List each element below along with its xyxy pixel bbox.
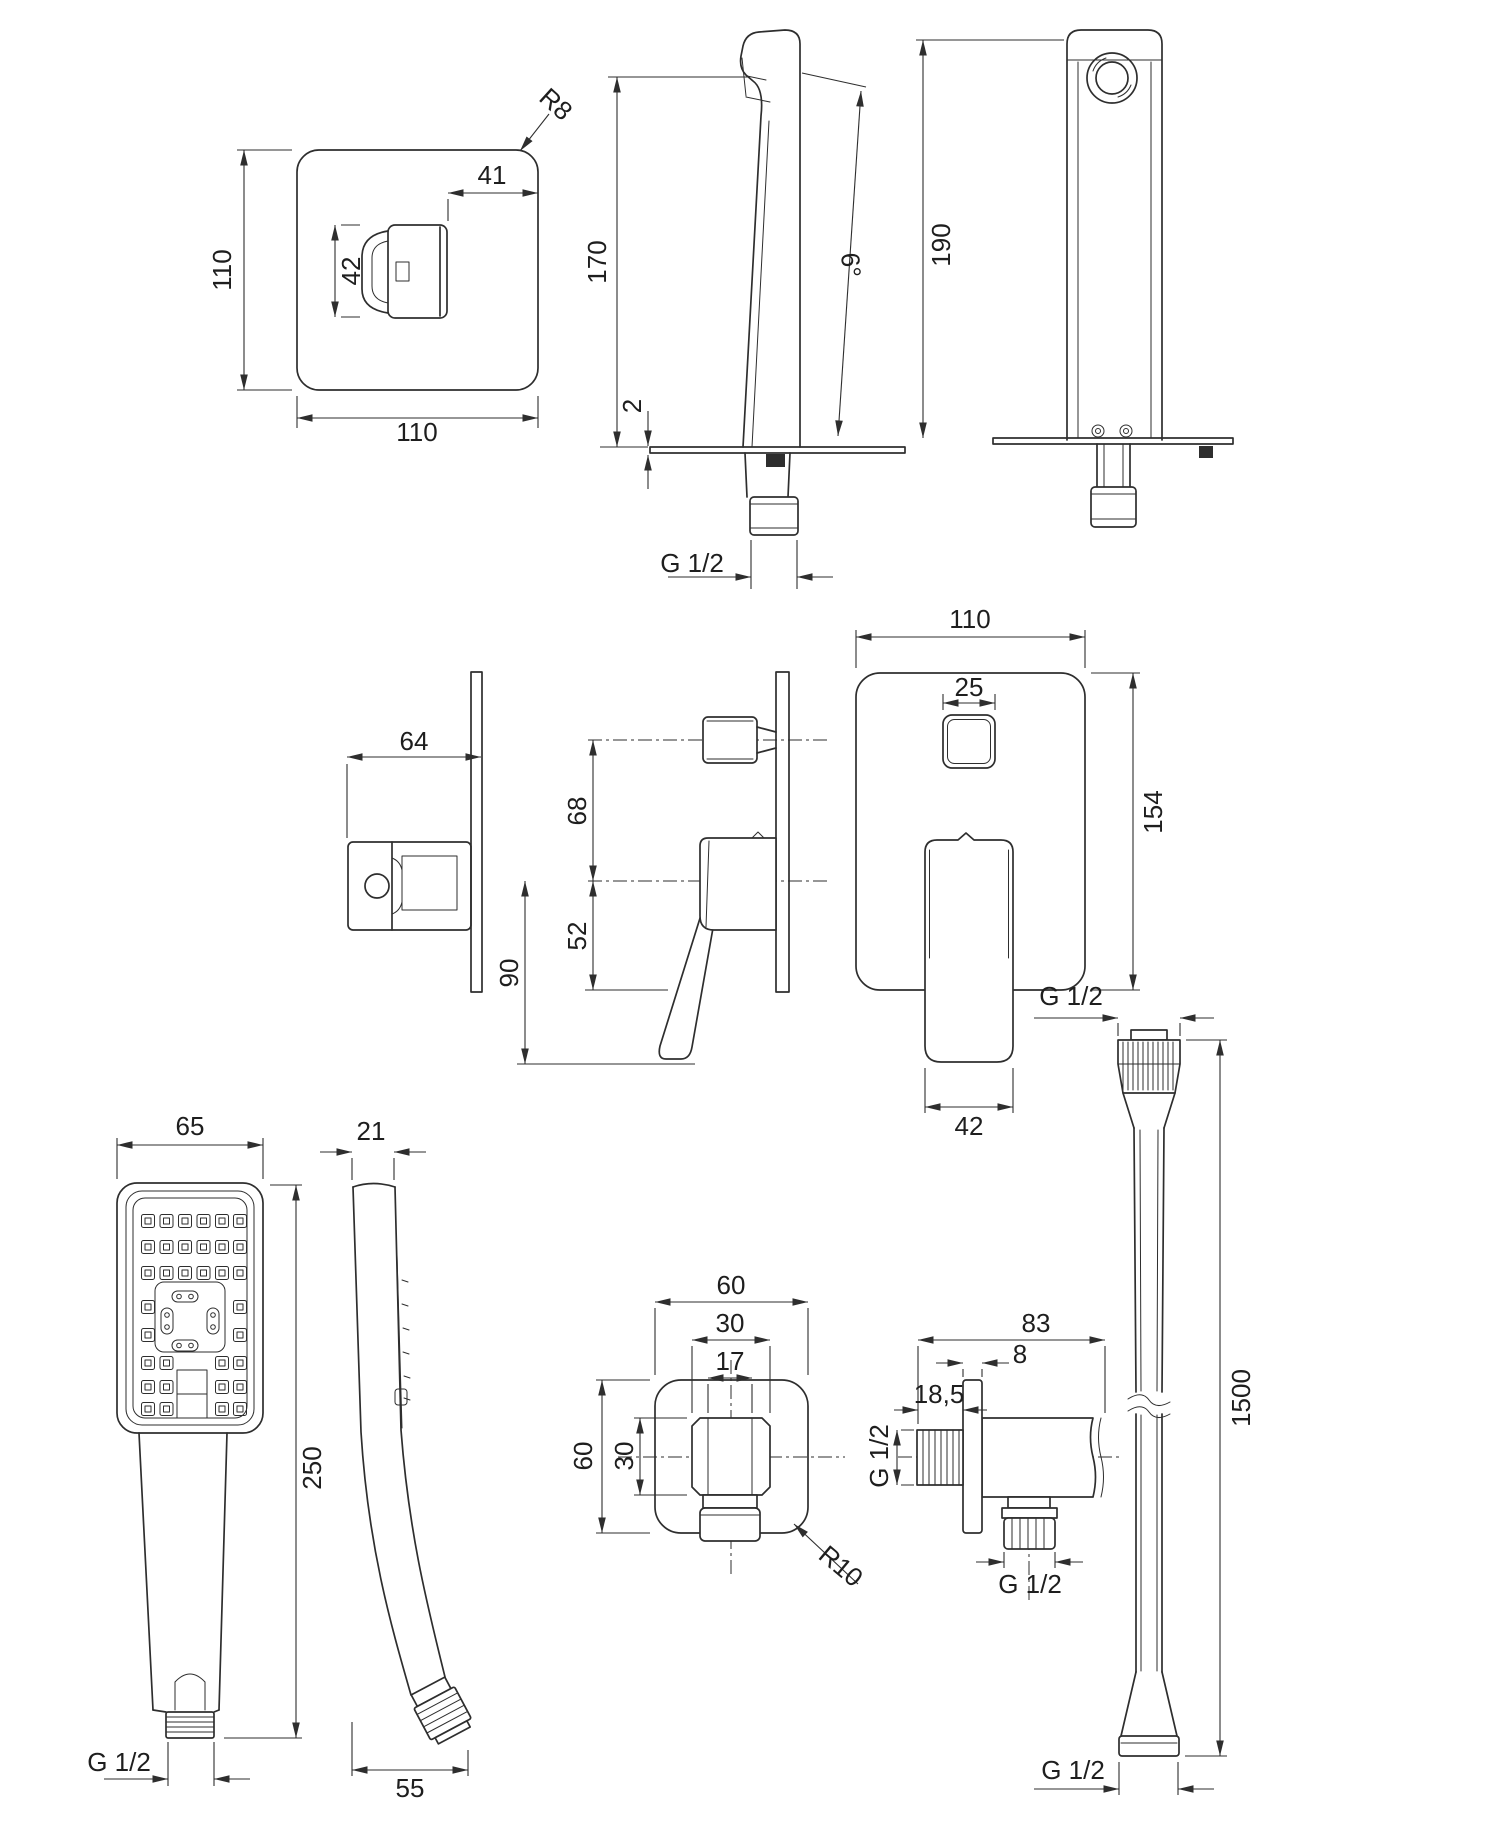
outlet-thread (1003, 1517, 1056, 1550)
dim-connector-length: 83 (1021, 1308, 1051, 1338)
dim-base-thickness: 2 (617, 398, 647, 414)
dim-elbow-width: 60 (716, 1270, 746, 1300)
dim-hose-length: 1500 (1226, 1369, 1256, 1427)
dim-plate-height: 110 (207, 249, 237, 291)
angled-thread-connector (410, 1676, 472, 1745)
handle-lever (658, 914, 714, 1060)
hose-nut (1117, 1039, 1181, 1094)
dim-lever-length: 90 (494, 958, 524, 988)
thread-connector (165, 1711, 215, 1739)
dim-spout-to-handle: 68 (562, 796, 592, 826)
dim-elbow-boss-height: 30 (609, 1441, 639, 1471)
dim-hose-top-thread: G 1/2 (1039, 981, 1103, 1011)
dim-connector-flange: 8 (1012, 1339, 1028, 1369)
dim-mixer-handle-width: 42 (954, 1111, 984, 1141)
dim-elbow-height: 60 (568, 1441, 598, 1471)
view-handshower-side (320, 1148, 472, 1776)
nozzle-grid (141, 1214, 247, 1416)
view-handshower-front (104, 1138, 302, 1786)
shower-handle (138, 1432, 228, 1711)
shower-head (116, 1182, 264, 1434)
dim-handshower-length: 250 (297, 1446, 327, 1490)
dim-handle-to-plate: 52 (562, 921, 592, 951)
dim-elbow-inner-width: 17 (715, 1346, 745, 1376)
dim-handshower-depth: 21 (356, 1116, 386, 1146)
dim-handle-offset: 41 (477, 160, 507, 190)
view-spout-plate (237, 113, 550, 428)
dim-handle-width-top: 42 (336, 256, 366, 286)
diverter-knob (702, 716, 758, 764)
view-elbow-front (596, 1298, 859, 1585)
view-mixer-side (346, 671, 483, 993)
dim-connector-inlet-length: 18,5 (913, 1379, 965, 1409)
dim-connector-outlet-thread: G 1/2 (998, 1569, 1062, 1599)
dim-elbow-boss-width: 30 (715, 1308, 745, 1338)
r10-leader (793, 1523, 859, 1585)
spout-opening (1086, 52, 1138, 104)
dim-spout-height: 170 (582, 240, 612, 284)
dim-handshower-width: 65 (175, 1111, 205, 1141)
dim-plate-width: 110 (396, 417, 438, 447)
dim-mixer-depth: 64 (399, 726, 429, 756)
diverter-button (942, 714, 996, 769)
r8-leader (519, 113, 550, 152)
break-symbol (1127, 1394, 1171, 1418)
view-hose (1034, 1014, 1227, 1795)
hose-tube (1133, 1127, 1165, 1673)
view-connector-side (893, 1336, 1122, 1602)
view-spout-front (916, 29, 1234, 528)
mixer-handle (924, 832, 1014, 1063)
dim-diverter-width: 25 (954, 672, 984, 702)
dim-connector-inlet-thread: G 1/2 (864, 1424, 894, 1488)
view-mixer-profile (517, 671, 830, 1065)
dim-spout-total-height: 190 (926, 223, 956, 267)
view-mixer-front (855, 630, 1140, 1113)
dim-spout-thread: G 1/2 (660, 548, 724, 578)
dim-mixer-height: 154 (1138, 790, 1168, 834)
view-spout-side (600, 29, 906, 589)
inlet-thread (916, 1429, 964, 1486)
connector-body (981, 1417, 1097, 1498)
dim-handshower-span: 55 (395, 1773, 425, 1803)
dim-handshower-thread: G 1/2 (87, 1747, 151, 1777)
dim-spout-angle: 6° (834, 251, 868, 279)
dim-hose-bottom-thread: G 1/2 (1041, 1755, 1105, 1785)
dim-mixer-width: 110 (949, 604, 991, 634)
screw-hole (364, 873, 390, 899)
